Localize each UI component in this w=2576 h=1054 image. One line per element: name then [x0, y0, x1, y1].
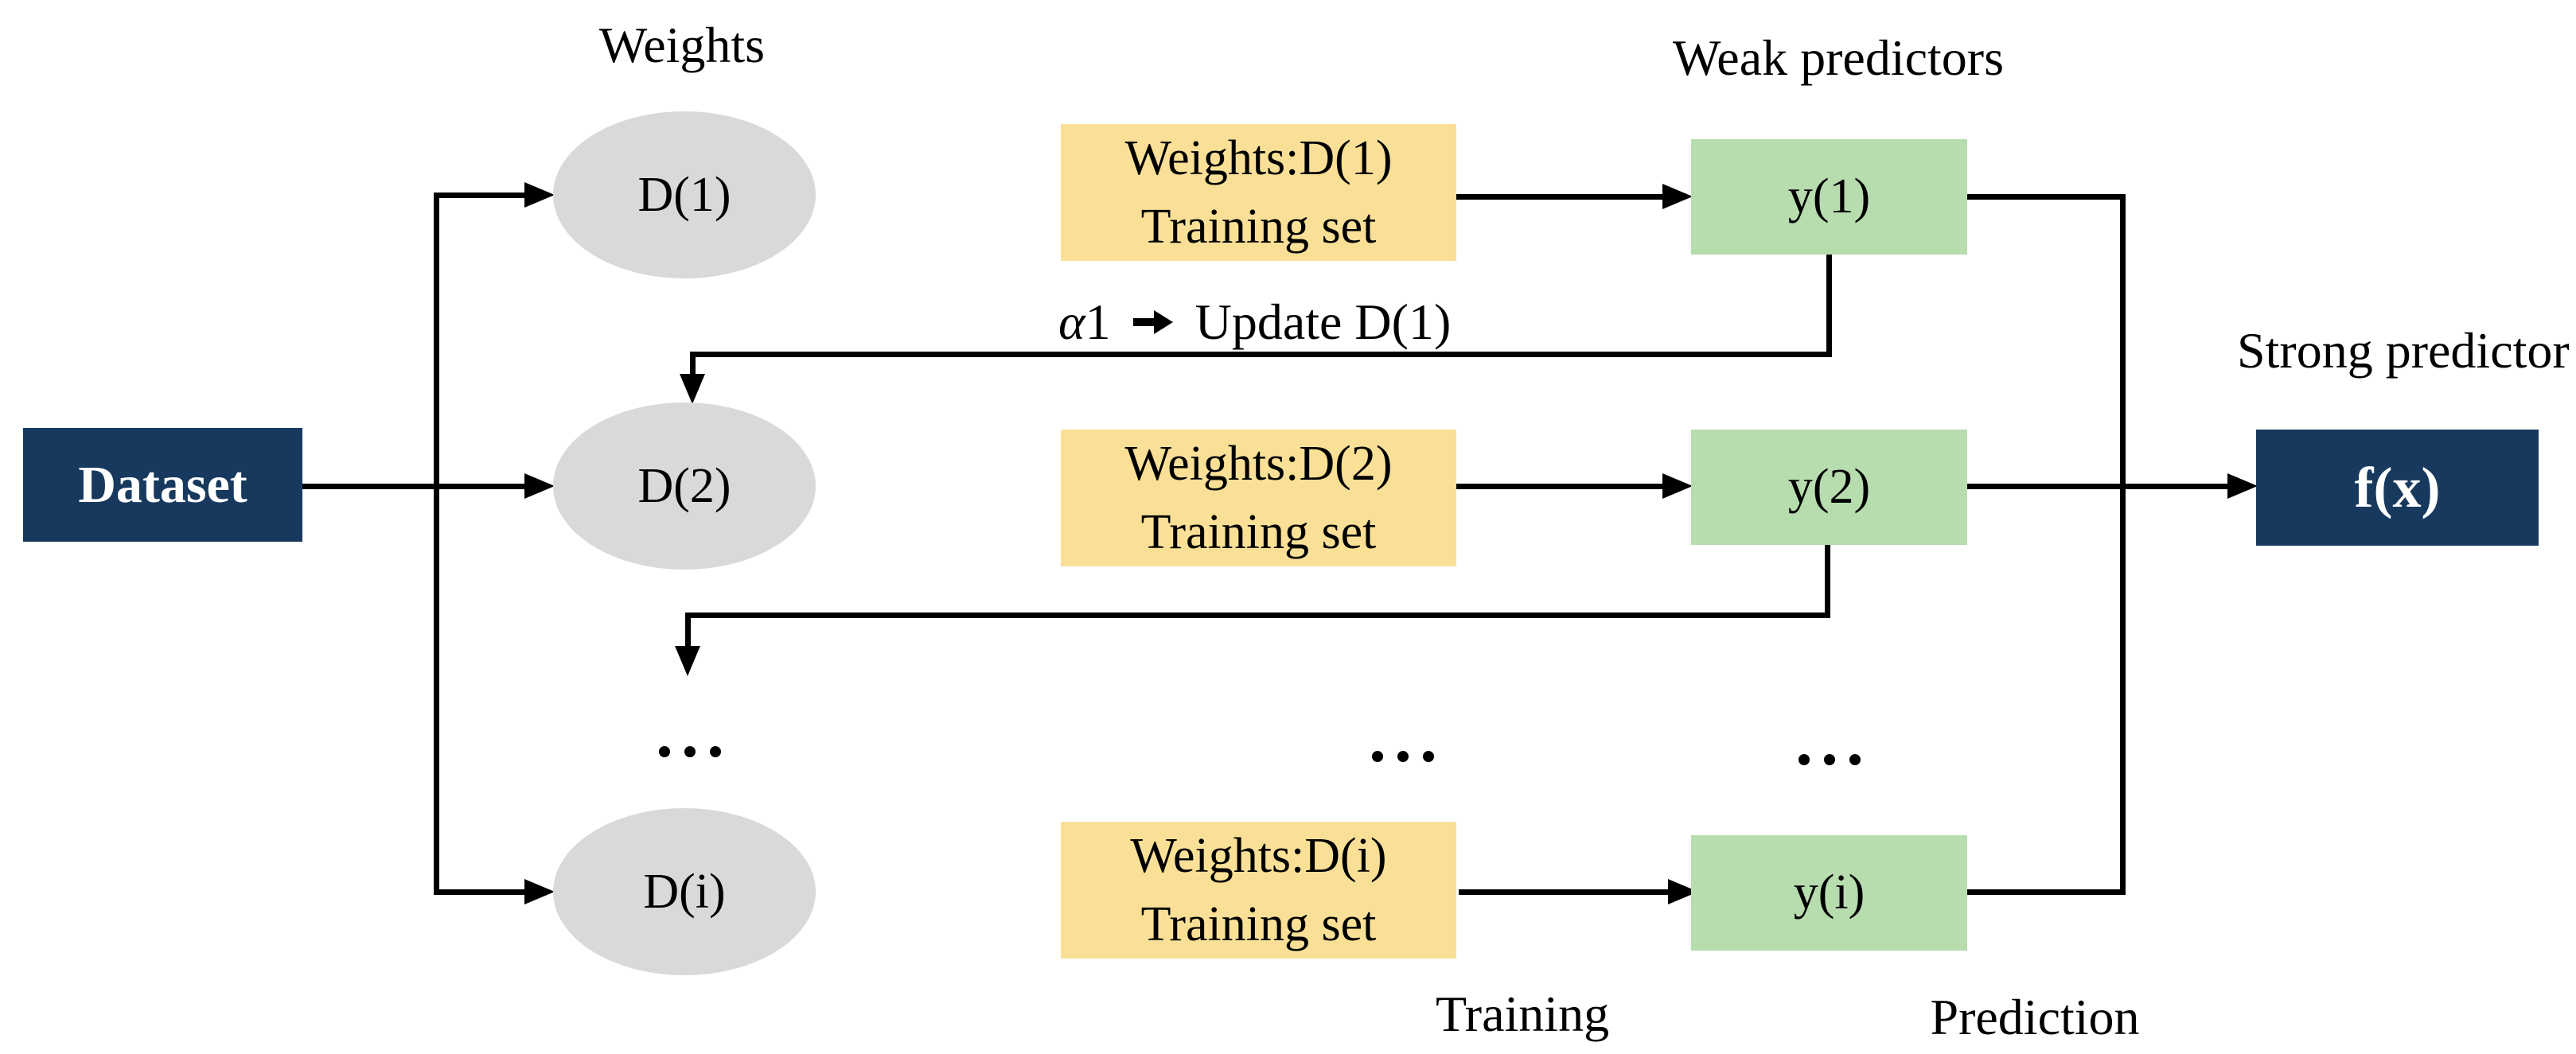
- training-box-2-line1: Weights:D(2): [1124, 437, 1393, 491]
- right-arrow-icon: [1132, 310, 1173, 334]
- arrowhead-into-y2: [1662, 473, 1693, 499]
- strong-predictor-title: Strong predictor: [2237, 322, 2570, 379]
- weak-predictors-title: Weak predictors: [1673, 29, 2004, 86]
- training-box-1-line2: Training set: [1140, 200, 1377, 254]
- y1-output-line: [1967, 194, 2126, 200]
- training-box-1: Weights:D(1) Training set: [1061, 124, 1456, 261]
- weak-predictor-box-yi: y(i): [1691, 835, 1967, 951]
- weight-di-label: D(i): [643, 864, 726, 919]
- arrowhead-into-d2: [524, 473, 555, 499]
- trainset1-to-y1-line: [1456, 194, 1662, 200]
- strong-predictor-node: f(x): [2256, 430, 2539, 546]
- ellipsis-dots-predictors: [1799, 754, 1861, 765]
- fx-label: f(x): [2354, 455, 2441, 519]
- training-box-i-line2: Training set: [1140, 897, 1377, 951]
- training-box-1-line1: Weights:D(1): [1124, 131, 1393, 185]
- arrowhead-into-fx: [2227, 473, 2258, 499]
- y1-feedback-drop-line: [1826, 255, 1832, 357]
- training-box-i: Weights:D(i) Training set: [1061, 822, 1456, 959]
- prediction-phase-label: Prediction: [1930, 989, 2140, 1045]
- ellipsis-dots-training: [1372, 751, 1434, 762]
- branch-to-d1-line: [434, 193, 526, 198]
- weak-predictor-box-y1: y(1): [1691, 139, 1967, 255]
- alpha-number: 1: [1085, 294, 1111, 350]
- weights-title: Weights: [598, 17, 766, 73]
- arrowhead-update-next: [675, 646, 700, 676]
- arrowhead-into-y1: [1662, 184, 1693, 209]
- arrowhead-into-d1: [524, 182, 555, 208]
- y2-label: y(2): [1787, 460, 1871, 514]
- yi-label: y(i): [1793, 865, 1865, 920]
- training-box-2: Weights:D(2) Training set: [1061, 430, 1456, 566]
- y2-feedback-down-line: [685, 613, 691, 646]
- weight-ellipse-d2: D(2): [553, 403, 816, 570]
- y2-to-fx-line: [1967, 484, 2227, 489]
- alpha-symbol: α: [1058, 294, 1085, 350]
- dataset-branch-line: [434, 193, 439, 895]
- arrowhead-update-d2: [680, 374, 705, 404]
- alpha-update-note: α1 Update D(1): [1058, 293, 1451, 352]
- branch-to-di-line: [434, 889, 526, 895]
- training-phase-label: Training: [1435, 986, 1610, 1042]
- y2-feedback-horizontal-line: [685, 613, 1830, 618]
- y1-feedback-horizontal-line: [690, 352, 1832, 357]
- alpha-coefficient: α1: [1058, 293, 1111, 352]
- ellipsis-dots-weights: [659, 746, 721, 757]
- y1-label: y(1): [1787, 169, 1871, 224]
- update-action-label: Update D(1): [1194, 294, 1452, 350]
- yi-output-line: [1967, 889, 2126, 895]
- trainset2-to-y2-line: [1456, 484, 1662, 489]
- dataset-label: Dataset: [78, 455, 247, 514]
- weak-predictor-box-y2: y(2): [1691, 430, 1967, 545]
- training-box-2-line2: Training set: [1140, 505, 1377, 559]
- dataset-node: Dataset: [23, 428, 302, 542]
- training-box-i-line1: Weights:D(i): [1130, 829, 1387, 883]
- y2-feedback-drop-line: [1825, 545, 1830, 618]
- y1-feedback-down-line: [690, 352, 696, 378]
- dataset-to-d2-line: [302, 484, 526, 489]
- weight-ellipse-d1: D(1): [553, 111, 816, 278]
- weight-d2-label: D(2): [637, 458, 731, 513]
- arrowhead-into-di: [524, 879, 555, 904]
- outputs-junction-line: [2120, 194, 2126, 895]
- weight-ellipse-di: D(i): [553, 808, 816, 975]
- weight-d1-label: D(1): [637, 167, 731, 222]
- trainseti-to-yi-line: [1459, 889, 1668, 895]
